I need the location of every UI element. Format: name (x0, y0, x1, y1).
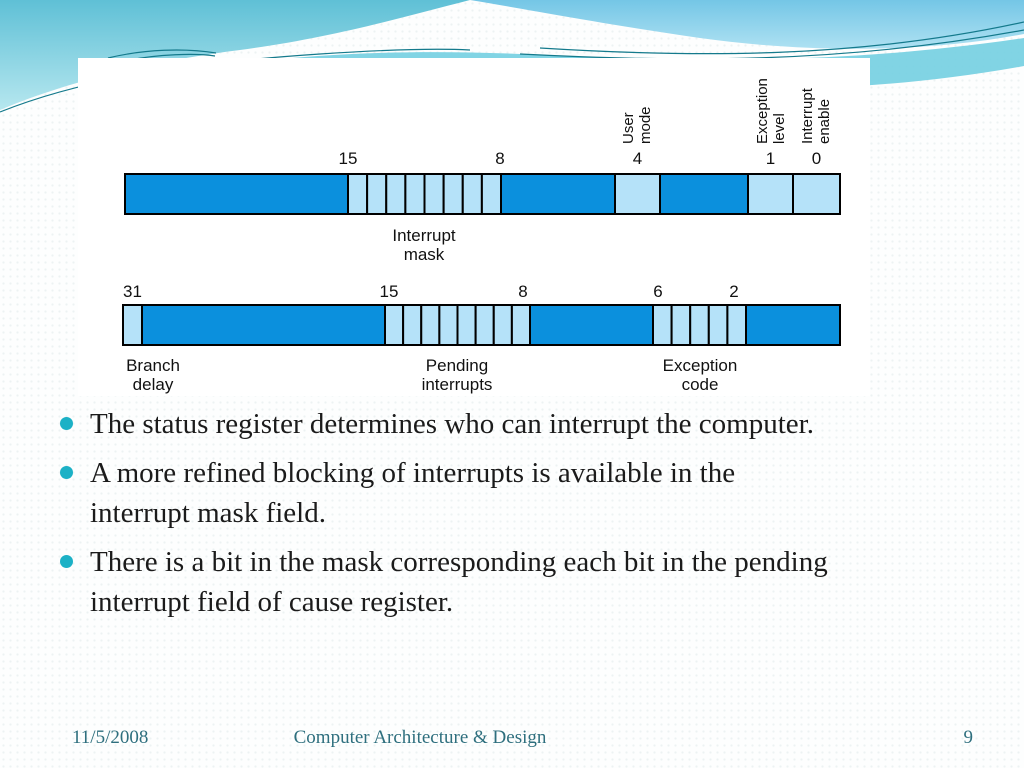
bullet-icon (60, 555, 73, 568)
interrupt-mask-label: mask (404, 245, 445, 264)
bullet-text: There is a bit in the mask corresponding… (90, 546, 828, 618)
branch-delay-label: delay (133, 375, 174, 394)
page-number: 9 (963, 727, 974, 748)
interrupt-enable-label: Interrupt (799, 87, 816, 144)
pending-interrupts-label: Pending (426, 356, 488, 375)
register-diagram-panel: 15 8 4 1 0 User mode Exception level Int… (78, 58, 870, 396)
bullet-item: There is a bit in the mask corresponding… (48, 542, 978, 622)
user-mode-label: User (620, 112, 637, 144)
pending-bit-cell (420, 304, 441, 346)
exception-level-label: Exception (754, 78, 771, 144)
pending-interrupts-label: interrupts (422, 375, 493, 394)
exception-code-cells (652, 304, 748, 346)
bit-tick-label: 15 (380, 282, 399, 301)
pending-bit-cell (384, 304, 405, 346)
register-diagram: 15 8 4 1 0 User mode Exception level Int… (122, 78, 841, 394)
branch-delay-label: Branch (126, 356, 180, 375)
slide-footer: 11/5/2008 Computer Architecture & Design… (0, 727, 1024, 757)
mask-bit-cell (347, 173, 369, 215)
bit-tick-label: 8 (495, 149, 504, 168)
mask-bit-cell (442, 173, 464, 215)
pending-bit-cell (492, 304, 513, 346)
mask-bit-cell (480, 173, 502, 215)
exception-code-bit-cell (707, 304, 729, 346)
exception-code-label: Exception (663, 356, 738, 375)
exception-code-label: code (682, 375, 719, 394)
right-sky-wave (470, 0, 1024, 49)
interrupt-enable-cell (792, 173, 841, 215)
cause-register: 31 15 8 6 2 Branch delay Pending interru… (122, 282, 841, 394)
bit-tick-label: 2 (729, 282, 738, 301)
bit-tick-label: 8 (518, 282, 527, 301)
exception-level-cell (747, 173, 794, 215)
exception-level-label: level (771, 113, 788, 144)
pending-bit-cell (438, 304, 459, 346)
mask-bit-cell (461, 173, 483, 215)
interrupt-mask-label: Interrupt (392, 226, 456, 245)
pending-bit-cell (402, 304, 423, 346)
bit-tick-label: 6 (653, 282, 662, 301)
interrupt-mask-cells (347, 173, 502, 215)
status-register: 15 8 4 1 0 User mode Exception level Int… (124, 78, 841, 264)
pending-bit-cell (510, 304, 531, 346)
interrupt-enable-label: enable (816, 99, 833, 144)
pending-interrupt-cells (384, 304, 531, 346)
pending-bit-cell (456, 304, 477, 346)
user-mode-label: mode (637, 106, 654, 144)
mask-bit-cell (423, 173, 445, 215)
bullet-item: A more refined blocking of interrupts is… (48, 453, 978, 533)
bullet-list: The status register determines who can i… (48, 404, 978, 631)
bullet-icon (60, 417, 73, 430)
exception-code-bit-cell (652, 304, 673, 346)
bit-tick-label: 0 (812, 149, 821, 168)
bullet-item: The status register determines who can i… (48, 404, 978, 444)
bit-tick-label: 31 (123, 282, 142, 301)
footer-title: Computer Architecture & Design (293, 727, 547, 748)
bit-tick-label: 1 (766, 149, 775, 168)
exception-code-bit-cell (689, 304, 710, 346)
exception-code-bit-cell (670, 304, 692, 346)
bit-tick-label: 4 (633, 149, 642, 168)
mask-bit-cell (404, 173, 426, 215)
exception-code-bit-cell (726, 304, 748, 346)
mask-bit-cell (366, 173, 388, 215)
user-mode-cell (614, 173, 661, 215)
bullet-text: The status register determines who can i… (90, 408, 814, 440)
mask-bit-cell (385, 173, 407, 215)
footer-date: 11/5/2008 (72, 727, 149, 748)
branch-delay-cell (122, 304, 143, 346)
bullet-icon (60, 466, 73, 479)
bullet-text: A more refined blocking of interrupts is… (90, 457, 736, 529)
bit-tick-label: 15 (339, 149, 358, 168)
pending-bit-cell (474, 304, 495, 346)
